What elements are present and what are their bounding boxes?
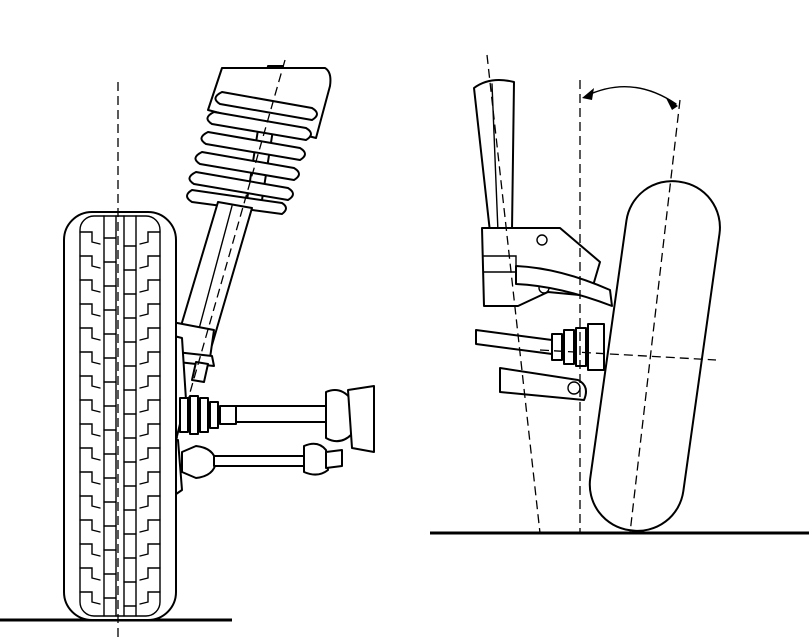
wheel-camber-axis — [629, 99, 681, 534]
strut-damper-body — [177, 201, 253, 346]
tire-outline — [63, 211, 177, 621]
tread-block — [139, 471, 161, 485]
tread-block — [79, 471, 101, 485]
control-arm-rod — [213, 455, 313, 467]
tread-block — [79, 423, 101, 437]
tire-front-view — [63, 82, 177, 640]
tread-block — [79, 567, 101, 581]
tread-block — [79, 351, 101, 365]
tread-block — [79, 543, 101, 557]
strut-tube — [473, 79, 515, 233]
tread-block — [139, 279, 161, 293]
tread-block — [79, 519, 101, 533]
tread-block — [139, 447, 161, 461]
tread-block — [79, 327, 101, 341]
camber-arrowhead-right — [666, 98, 678, 110]
camber-view-panel — [430, 54, 809, 535]
steering-axis-line — [486, 54, 541, 534]
tread-block — [79, 279, 101, 293]
tread-pattern — [79, 231, 161, 607]
tread-block — [139, 327, 161, 341]
tread-block — [79, 231, 101, 245]
tread-block — [139, 375, 161, 389]
lower-control-arm-right — [499, 367, 587, 401]
tread-block — [139, 399, 161, 413]
wheel-spindle-axis — [539, 349, 717, 361]
tread-block — [139, 591, 161, 605]
tread-block — [139, 495, 161, 509]
transaxle-housing — [347, 385, 375, 453]
strut-assembly — [167, 59, 332, 446]
tread-block — [79, 495, 101, 509]
camber-arrowhead-left — [582, 88, 594, 100]
tread-block — [79, 375, 101, 389]
bracket-bolt-upper — [536, 234, 548, 246]
tread-block — [79, 399, 101, 413]
tread-block — [139, 423, 161, 437]
camber-angle-arc — [585, 86, 677, 105]
drive-shaft — [179, 385, 375, 453]
tread-block — [139, 255, 161, 269]
tread-block — [79, 447, 101, 461]
tread-block — [139, 231, 161, 245]
front-view-panel — [0, 59, 375, 640]
tread-block — [139, 351, 161, 365]
tread-block — [139, 519, 161, 533]
coil-spring — [186, 91, 318, 215]
tread-block — [79, 303, 101, 317]
arm-bushing — [303, 442, 329, 476]
strut-axis-line — [174, 59, 286, 446]
ball-joint — [181, 445, 217, 479]
tread-block — [79, 591, 101, 605]
drive-shaft-right — [475, 323, 605, 371]
tread-block — [139, 303, 161, 317]
lower-arm — [181, 442, 343, 479]
tread-block — [79, 255, 101, 269]
tread-block — [139, 543, 161, 557]
tread-block — [139, 567, 161, 581]
half-shaft — [235, 405, 331, 423]
